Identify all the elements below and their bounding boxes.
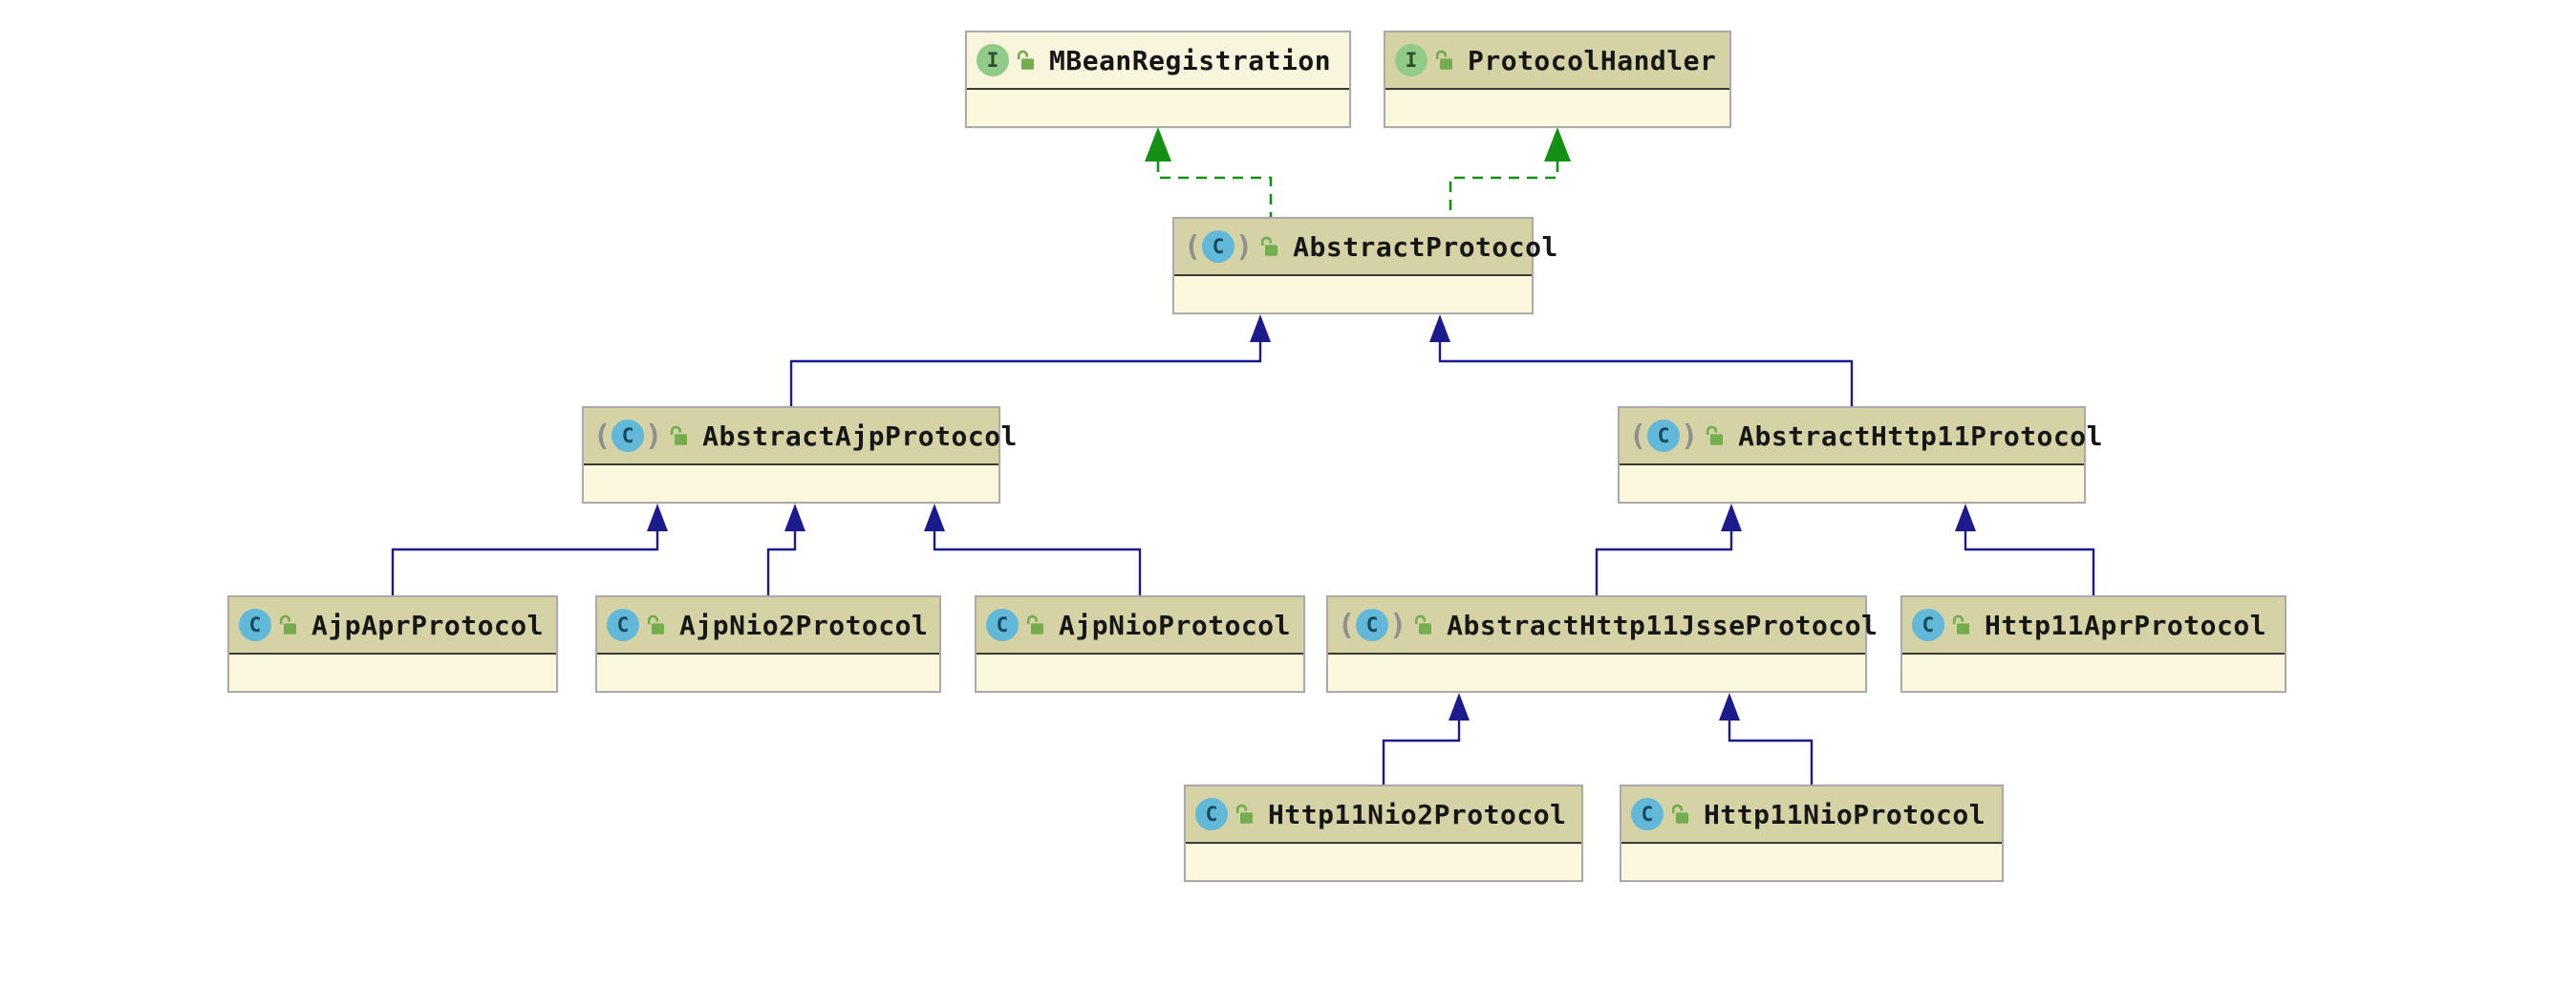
class-header: I ProtocolHandler: [1385, 32, 1729, 90]
class-node-ajpaprprotocol[interactable]: C AjpAprProtocol: [227, 595, 558, 693]
class-name: AjpAprProtocol: [311, 609, 545, 641]
class-node-abstracthttp11jsseprotocol[interactable]: C AbstractHttp11JsseProtocol: [1326, 595, 1878, 693]
class-icon: C: [1631, 798, 1664, 830]
fields-compartment: [1174, 276, 1532, 312]
class-name: AjpNio2Protocol: [679, 609, 929, 641]
fields-compartment: [977, 655, 1303, 691]
public-lock-icon: [1705, 425, 1725, 447]
abstract-class-icon: C: [1338, 609, 1406, 642]
edge-realization-abstractprotocol-mbeanregistration[interactable]: [1145, 127, 1273, 217]
class-node-http11nioprotocol[interactable]: C Http11NioProtocol: [1620, 785, 2004, 882]
class-name: AbstractHttp11JsseProtocol: [1447, 609, 1878, 641]
class-name: Http11Nio2Protocol: [1268, 798, 1567, 830]
class-name: MBeanRegistration: [1049, 44, 1332, 76]
fields-compartment: [597, 655, 939, 691]
class-header: C Http11NioProtocol: [1621, 786, 2002, 844]
edge-generalization-http11nio2protocol-abstracthttp11jsseprotocol[interactable]: [1382, 693, 1470, 785]
edge-generalization-ajpaprprotocol-abstractajpprotocol[interactable]: [391, 504, 668, 595]
class-node-abstractprotocol[interactable]: C AbstractProtocol: [1172, 217, 1557, 314]
edge-generalization-ajpnio2protocol-abstractajpprotocol[interactable]: [766, 504, 805, 595]
edge-generalization-http11aprprotocol-abstracthttp11protocol[interactable]: [1955, 504, 2095, 595]
public-lock-icon: [1016, 50, 1036, 72]
class-node-http11aprprotocol[interactable]: C Http11AprProtocol: [1900, 595, 2286, 693]
class-node-abstractajpprotocol[interactable]: C AbstractAjpProtocol: [582, 406, 1017, 504]
class-name: AbstractProtocol: [1293, 230, 1558, 263]
fields-compartment: [1620, 465, 2084, 502]
class-header: C AjpNio2Protocol: [597, 597, 939, 655]
class-name: AjpNioProtocol: [1059, 609, 1292, 641]
public-lock-icon: [646, 614, 666, 636]
abstract-class-icon: C: [593, 420, 662, 453]
class-name: AbstractAjpProtocol: [702, 420, 1018, 452]
fields-compartment: [1186, 844, 1581, 880]
class-icon: C: [1912, 609, 1944, 641]
class-icon: C: [239, 609, 271, 641]
class-name: Http11AprProtocol: [1985, 609, 2267, 641]
interface-node-protocolhandler[interactable]: I ProtocolHandler: [1384, 31, 1731, 128]
class-header: C Http11Nio2Protocol: [1186, 786, 1581, 844]
public-lock-icon: [1670, 804, 1690, 826]
fields-compartment: [967, 90, 1349, 126]
class-header: C AbstractHttp11JsseProtocol: [1328, 597, 1878, 655]
interface-icon: I: [977, 44, 1009, 76]
class-node-http11nio2protocol[interactable]: C Http11Nio2Protocol: [1184, 785, 1583, 882]
edge-generalization-http11nioprotocol-abstracthttp11jsseprotocol[interactable]: [1719, 693, 1814, 785]
edge-generalization-abstractajpprotocol-abstractprotocol[interactable]: [789, 314, 1271, 406]
class-icon: C: [607, 609, 639, 641]
abstract-class-icon: C: [1184, 230, 1253, 264]
fields-compartment: [229, 655, 556, 691]
fields-compartment: [1385, 90, 1729, 126]
class-header: C AjpNioProtocol: [977, 597, 1303, 655]
class-name: ProtocolHandler: [1468, 44, 1717, 76]
public-lock-icon: [1413, 614, 1433, 636]
class-node-ajpnio2protocol[interactable]: C AjpNio2Protocol: [595, 595, 941, 693]
fields-compartment: [1621, 844, 2002, 880]
class-node-abstracthttp11protocol[interactable]: C AbstractHttp11Protocol: [1618, 406, 2103, 504]
edge-generalization-abstracthttp11protocol-abstractprotocol[interactable]: [1429, 314, 1854, 406]
class-icon: C: [1195, 798, 1228, 830]
edge-generalization-abstracthttp11jsseprotocol-abstracthttp11protocol[interactable]: [1595, 504, 1742, 595]
fields-compartment: [1328, 655, 1865, 691]
class-header: C Http11AprProtocol: [1902, 597, 2285, 655]
class-name: Http11NioProtocol: [1704, 798, 1986, 830]
fields-compartment: [584, 465, 998, 502]
class-node-ajpnioprotocol[interactable]: C AjpNioProtocol: [975, 595, 1305, 693]
public-lock-icon: [1025, 614, 1045, 636]
public-lock-icon: [1434, 50, 1454, 72]
public-lock-icon: [1951, 614, 1971, 636]
edge-realization-abstractprotocol-protocolhandler[interactable]: [1449, 127, 1571, 217]
class-icon: C: [986, 609, 1019, 641]
class-header: I MBeanRegistration: [967, 32, 1349, 90]
public-lock-icon: [1234, 804, 1255, 826]
public-lock-icon: [1259, 236, 1279, 258]
class-name: AbstractHttp11Protocol: [1738, 420, 2103, 452]
interface-icon: I: [1395, 44, 1428, 76]
fields-compartment: [1902, 655, 2285, 691]
edge-generalization-ajpnioprotocol-abstractajpprotocol[interactable]: [924, 504, 1142, 595]
class-header: C AjpAprProtocol: [229, 597, 556, 655]
class-header: C AbstractProtocol: [1174, 219, 1557, 276]
public-lock-icon: [669, 425, 689, 447]
interface-node-mbeanregistration[interactable]: I MBeanRegistration: [965, 31, 1351, 128]
public-lock-icon: [278, 614, 298, 636]
abstract-class-icon: C: [1629, 420, 1698, 453]
class-header: C AbstractAjpProtocol: [584, 408, 1017, 465]
class-header: C AbstractHttp11Protocol: [1620, 408, 2103, 465]
